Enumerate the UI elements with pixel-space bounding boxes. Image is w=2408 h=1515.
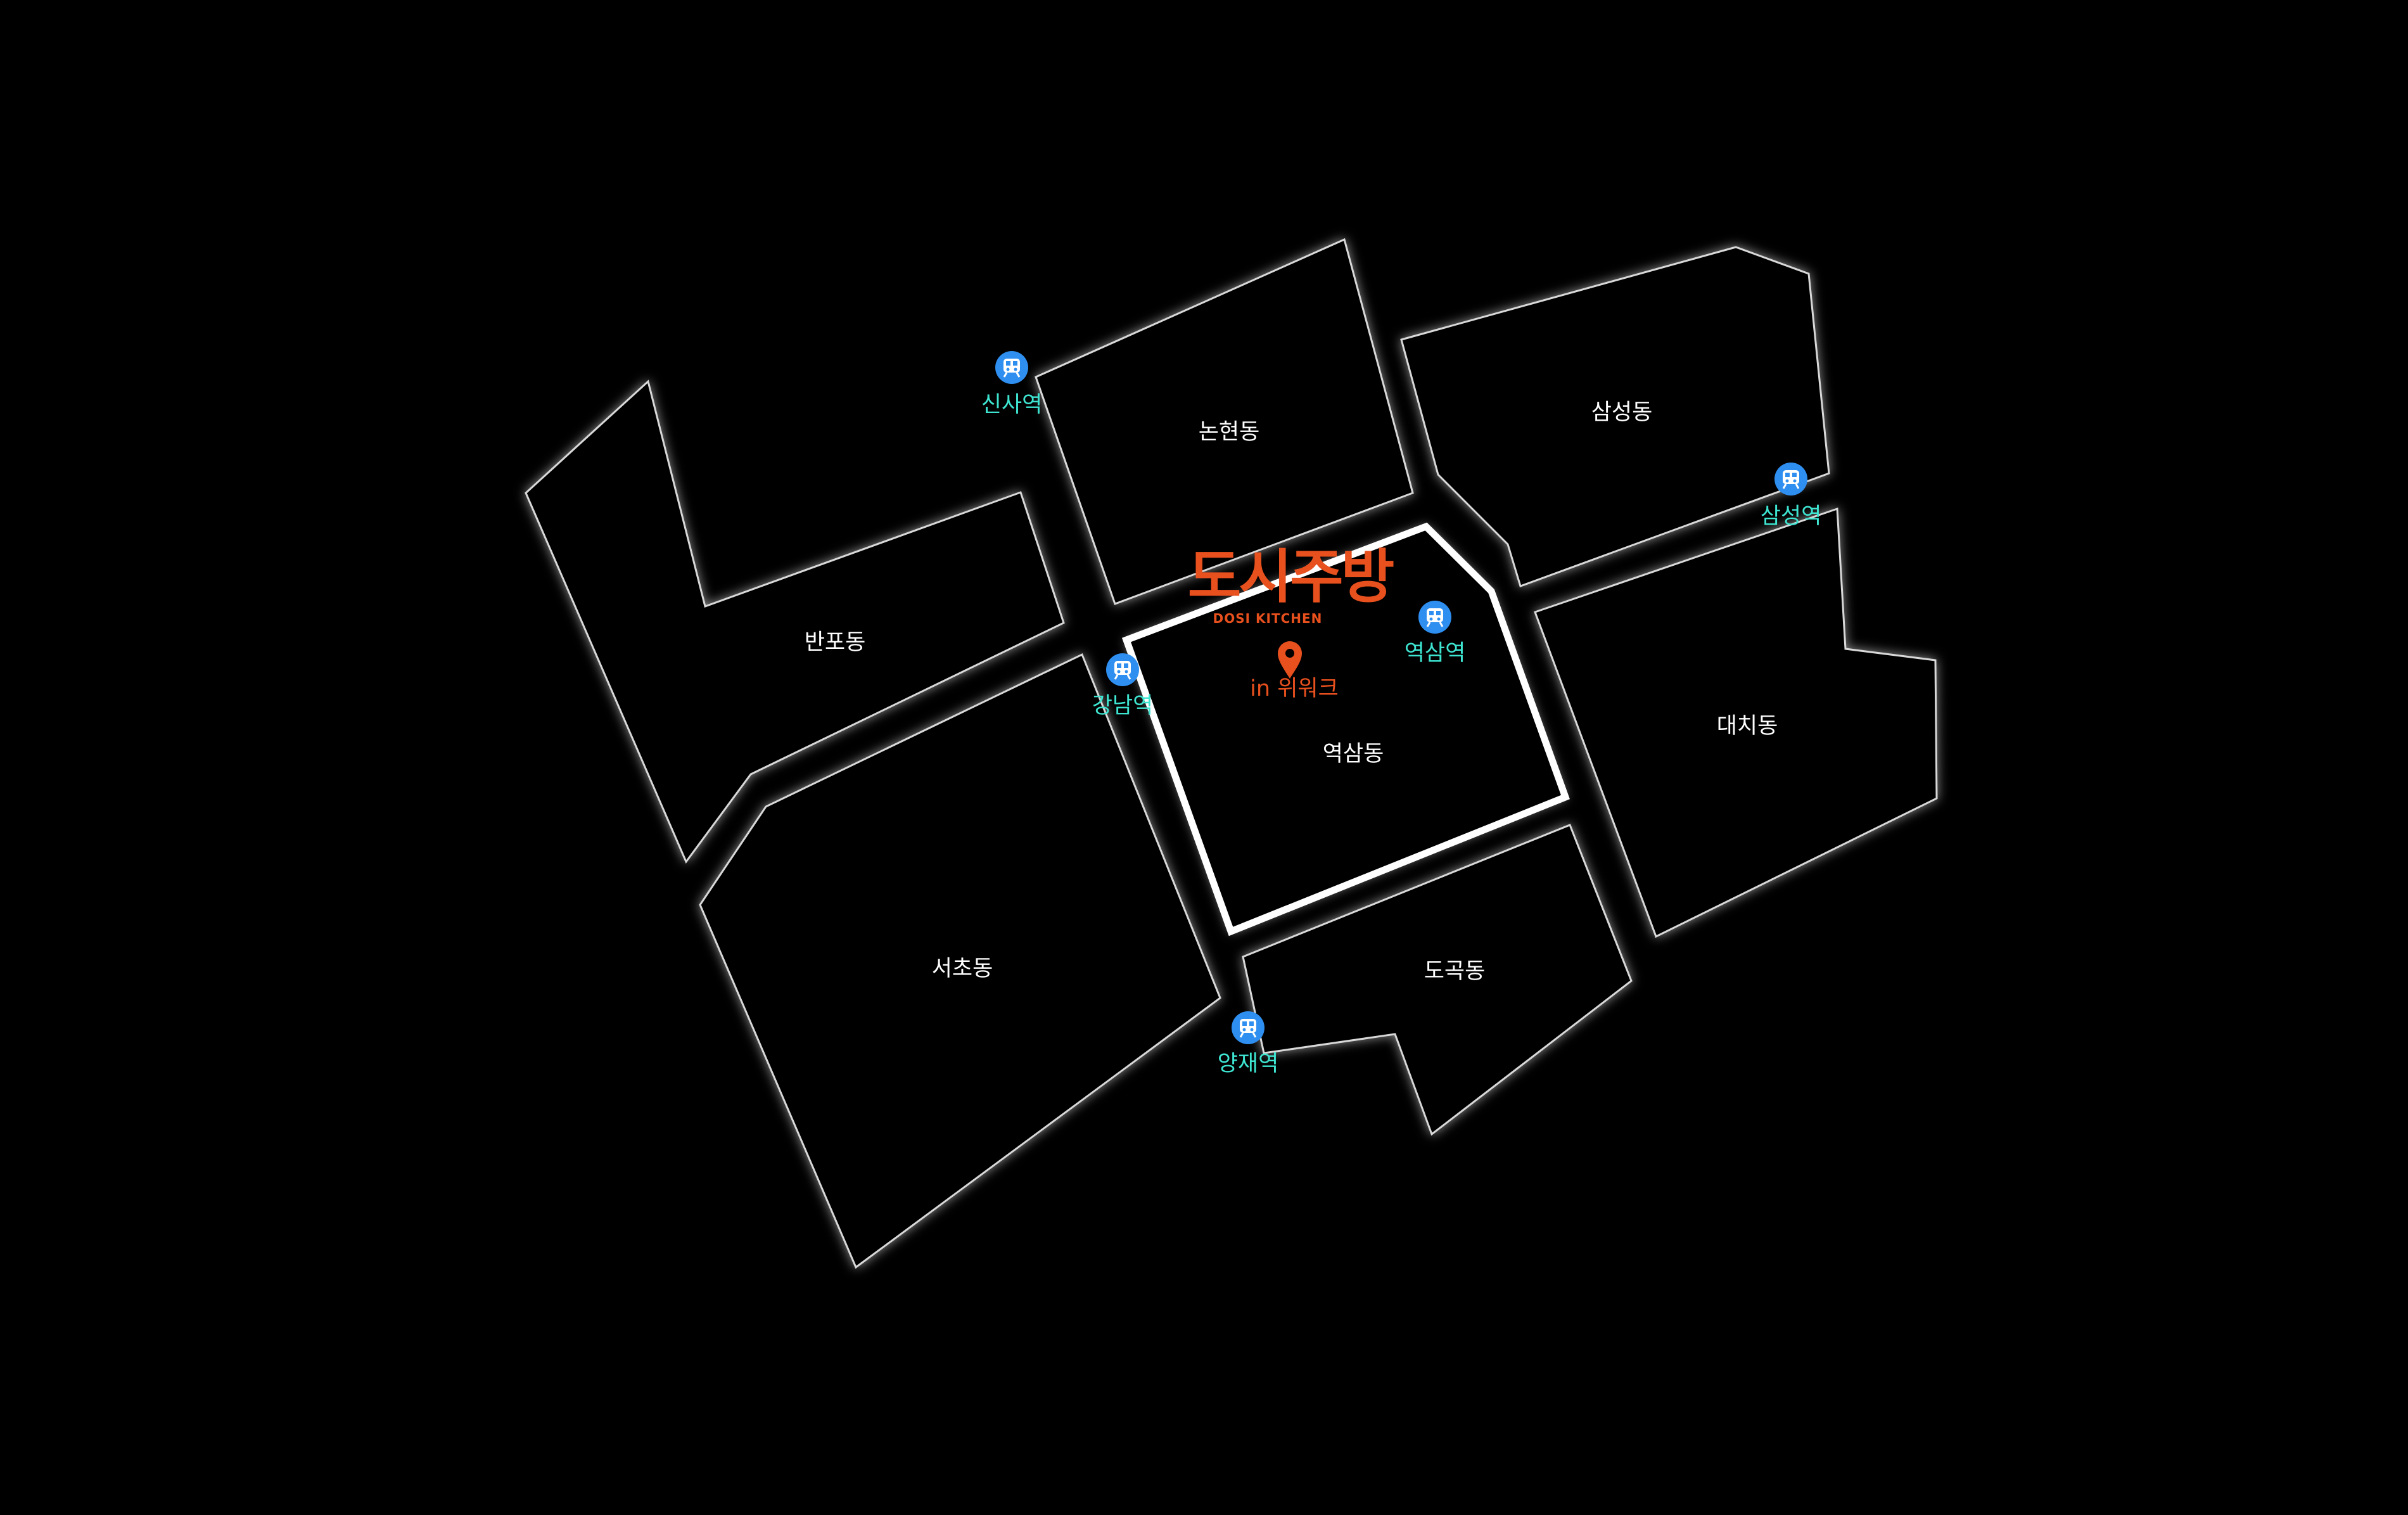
district-banpo[interactable] <box>525 380 1065 864</box>
subway-train-icon <box>1417 599 1453 635</box>
district-label-yeoksam: 역삼동 <box>1323 741 1384 767</box>
station-label-samseong: 삼성역 <box>1761 504 1822 529</box>
district-label-banpo: 반포동 <box>805 630 866 655</box>
station-label-gangnam: 강남역 <box>1092 693 1154 719</box>
district-label-samseong: 삼성동 <box>1591 400 1653 425</box>
subway-train-icon <box>994 350 1029 385</box>
district-dogok[interactable] <box>1242 824 1633 1136</box>
station-gangnam[interactable]: 강남역 <box>1092 652 1154 719</box>
district-label-seocho: 서초동 <box>932 956 993 981</box>
station-label-sinsa: 신사역 <box>981 392 1043 418</box>
station-label-yeoksam: 역삼역 <box>1405 641 1466 666</box>
district-label-dogok: 도곡동 <box>1424 959 1486 984</box>
station-samseong[interactable]: 삼성역 <box>1761 461 1822 529</box>
brand-subtitle: DOSI KITCHEN <box>1213 611 1323 626</box>
station-yangjae[interactable]: 양재역 <box>1218 1010 1279 1077</box>
yeoksam-highlight-outline <box>1121 522 1570 936</box>
subway-train-icon <box>1105 652 1140 687</box>
district-nonhyeon[interactable] <box>1035 238 1414 605</box>
district-label-daechi: 대치동 <box>1717 713 1778 739</box>
brand-title: 도시주방 <box>1188 543 1394 611</box>
station-label-yangjae: 양재역 <box>1218 1051 1279 1077</box>
station-sinsa[interactable]: 신사역 <box>981 350 1043 418</box>
district-samseong[interactable] <box>1400 246 1830 587</box>
station-yeoksam[interactable]: 역삼역 <box>1405 599 1466 666</box>
map-pin-icon[interactable] <box>1278 641 1302 679</box>
subway-train-icon <box>1773 461 1809 497</box>
location-label: in 위워크 <box>1250 676 1339 701</box>
district-seocho[interactable] <box>699 653 1221 1269</box>
subway-train-icon <box>1230 1010 1266 1045</box>
district-label-nonhyeon: 논현동 <box>1199 419 1260 445</box>
district-daechi[interactable] <box>1534 507 1938 938</box>
